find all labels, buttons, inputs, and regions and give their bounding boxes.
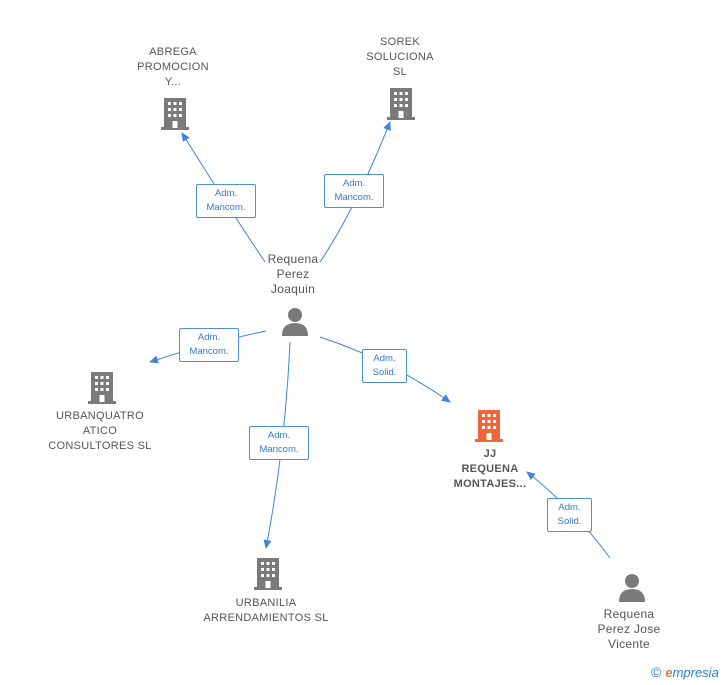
label-line: URBANILIA [235, 597, 297, 609]
edge-label-line: Solid. [557, 516, 582, 527]
company-label-sorek[interactable]: SOREK SOLUCIONA SL [345, 35, 455, 80]
edge-label-urbanquatro: Adm. Mancom. [179, 328, 239, 362]
building-icon[interactable] [386, 86, 416, 120]
edge-label-sorek: Adm. Mancom. [324, 174, 384, 208]
label-line: MONTAJES... [453, 478, 527, 490]
empresia-logo[interactable]: ©empresia [651, 664, 719, 680]
edge-label-line: Mancom. [189, 346, 229, 357]
label-line: JJ [483, 448, 497, 460]
label-line: ARRENDAMIENTOS SL [203, 612, 329, 624]
building-icon[interactable] [160, 96, 190, 130]
edge-label-line: Adm. [197, 332, 221, 343]
label-line: SL [392, 66, 408, 78]
label-line: Requena [267, 252, 319, 266]
label-line: Perez [276, 267, 310, 281]
label-line: REQUENA [461, 463, 519, 475]
building-icon[interactable] [87, 370, 117, 404]
label-line: ATICO [82, 425, 118, 437]
label-line: URBANQUATRO [55, 410, 145, 422]
edge-label-line: Adm. [373, 353, 396, 364]
building-icon[interactable] [253, 556, 283, 590]
label-line: CONSULTORES SL [48, 440, 152, 452]
edge-label-abrega: Adm. Mancom. [196, 184, 256, 218]
label-line: Joaquin [270, 282, 316, 296]
edge-label-urbanilia: Adm. Mancom. [249, 426, 309, 460]
label-line: Perez Jose [597, 622, 661, 636]
person-icon[interactable] [280, 306, 310, 336]
edge-label-line: Mancom. [259, 444, 299, 455]
label-line: PROMOCION [137, 61, 209, 73]
building-icon[interactable] [474, 408, 504, 442]
edge-label-line: Mancom. [206, 202, 246, 213]
edge-label-line: Adm. [558, 502, 581, 513]
edge-label-line: Adm. [214, 188, 238, 199]
label-line: SOLUCIONA [366, 51, 434, 63]
copyright-symbol: © [651, 664, 662, 680]
person-icon[interactable] [617, 572, 647, 602]
edge-label-line: Mancom. [334, 192, 374, 203]
brand-name: mpresia [672, 665, 719, 680]
label-line: Vicente [608, 637, 650, 651]
company-label-urbanilia[interactable]: URBANILIA ARRENDAMIENTOS SL [186, 596, 346, 626]
company-label-abrega[interactable]: ABREGA PROMOCION Y... [118, 45, 228, 90]
edge-label-vicente: Adm. Solid. [547, 498, 592, 532]
label-line: Y... [164, 76, 182, 88]
company-label-jj[interactable]: JJ REQUENA MONTAJES... [430, 447, 550, 492]
person-label-vicente[interactable]: Requena Perez Jose Vicente [579, 607, 679, 652]
company-label-urbanquatro[interactable]: URBANQUATRO ATICO CONSULTORES SL [30, 409, 170, 454]
edge-label-line: Solid. [372, 367, 397, 378]
person-label-joaquin[interactable]: Requena Perez Joaquin [243, 252, 343, 297]
edge-label-line: Adm. [342, 178, 366, 189]
edge-label-jj: Adm. Solid. [362, 349, 407, 383]
brand-initial: e [665, 665, 673, 680]
label-line: Requena [603, 607, 655, 621]
label-line: SOREK [379, 36, 420, 48]
label-line: ABREGA [149, 46, 197, 58]
edge-label-line: Adm. [267, 430, 291, 441]
